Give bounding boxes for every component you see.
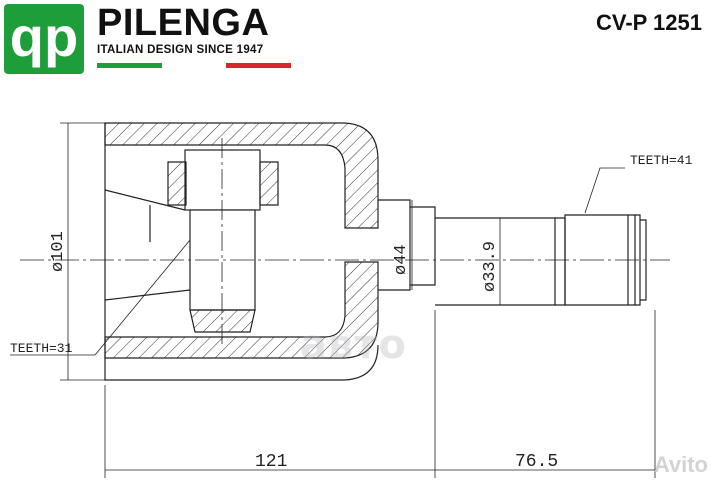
dim-shaft-diameter: ø44 <box>392 244 411 275</box>
brand-name: PILENGA <box>97 2 270 44</box>
flag-red <box>226 63 292 68</box>
part-code: CV-P 1251 <box>595 10 702 35</box>
spline-end <box>564 214 641 306</box>
housing-top-shell <box>104 122 379 229</box>
housing-outline <box>104 123 379 381</box>
label-teeth-outer: TEETH=41 <box>630 153 693 168</box>
tripod-roller-top <box>184 149 261 211</box>
shaft-neck <box>410 206 436 286</box>
label-teeth-inner: TEETH=31 <box>10 341 73 356</box>
spline-section <box>555 217 566 306</box>
roller-left <box>167 161 187 206</box>
watermark-avito: Avito <box>653 452 708 477</box>
dim-outer-diameter: ø101 <box>49 231 68 272</box>
dim-body-length: 121 <box>255 452 287 472</box>
watermark-center: авто <box>300 322 407 368</box>
dim-shaft-length: 76.5 <box>515 452 558 472</box>
shaft-collar <box>378 199 411 291</box>
housing-bottom-shell <box>104 261 379 359</box>
roller-right <box>259 161 279 206</box>
flag-green <box>97 63 162 68</box>
logo-lettering: qp <box>10 5 78 68</box>
dim-spline-diameter: ø33.9 <box>481 241 500 292</box>
brand-tagline: ITALIAN DESIGN SINCE 1947 <box>97 44 264 56</box>
italian-flag-stripe <box>97 63 292 68</box>
shaft-body <box>435 217 556 306</box>
flag-white <box>161 63 227 68</box>
pilenga-logo: qp <box>4 4 84 74</box>
tripod-bottom <box>189 309 256 333</box>
